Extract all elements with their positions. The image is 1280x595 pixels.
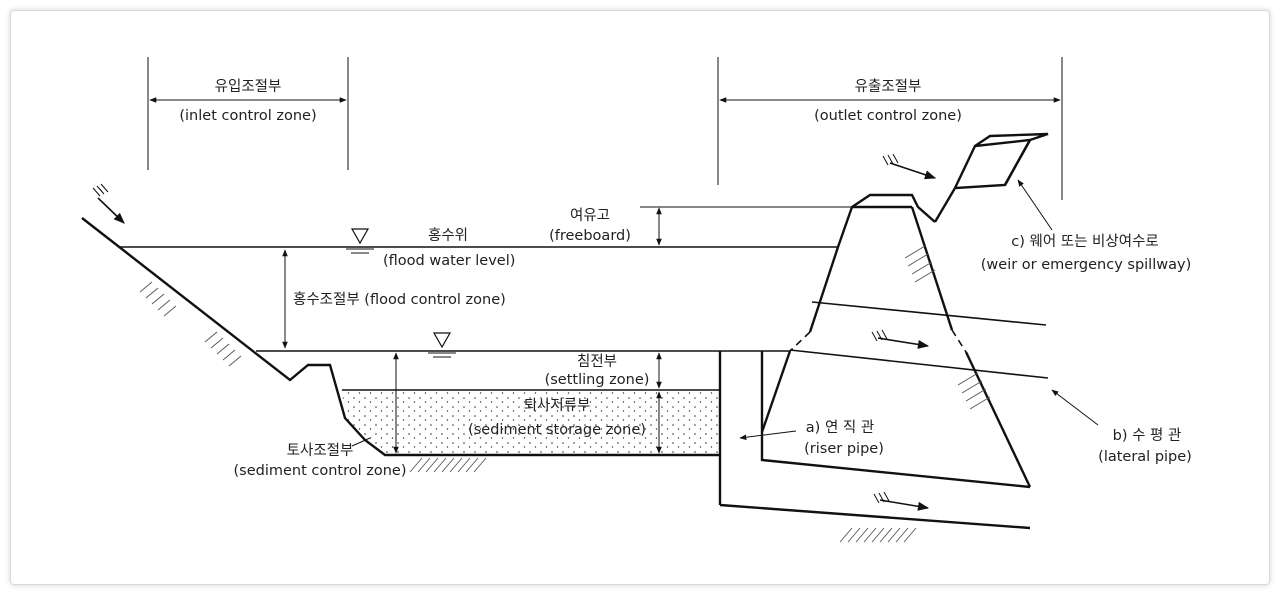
flood-level-label-en: (flood water level)	[383, 253, 515, 269]
weir-leader	[1017, 179, 1053, 231]
freeboard-label-en: (freeboard)	[549, 228, 631, 244]
spillway-flow-arrow-icon	[882, 153, 937, 180]
riser-label-ko: a) 연 직 관	[806, 419, 874, 436]
settling-level-symbol-icon	[428, 332, 456, 358]
flood-zone-label: 홍수조절부 (flood control zone)	[293, 291, 506, 308]
lateral-flow-arrow-icon	[871, 329, 930, 349]
outflow-arrow-icon	[873, 491, 930, 511]
riser-label-en: (riser pipe)	[804, 441, 884, 457]
inlet-zone-bracket	[147, 57, 349, 170]
inflow-arrow-icon	[92, 183, 125, 224]
settling-label-ko: 침전부	[577, 353, 617, 370]
outlet-structure	[718, 132, 1049, 543]
outlet-label-en: (outlet control zone)	[814, 108, 962, 124]
flood-level-label-ko: 홍수위	[428, 227, 468, 244]
diagram-frame	[10, 10, 1270, 585]
outlet-zone-bracket	[717, 57, 1063, 200]
lateral-leader	[1051, 389, 1099, 426]
lateral-label-en: (lateral pipe)	[1098, 449, 1192, 465]
lateral-label-ko: b) 수 평 관	[1113, 427, 1182, 444]
storage-label-en: (sediment storage zone)	[468, 422, 646, 438]
outlet-label-ko: 유출조절부	[855, 78, 922, 95]
sediment-storage-area	[342, 390, 720, 455]
sediment-label-ko: 토사조절부	[287, 442, 354, 459]
inlet-label-en: (inlet control zone)	[179, 108, 316, 124]
flood-level-symbol-icon	[346, 228, 374, 254]
weir-label-ko: c) 웨어 또는 비상여수로	[1011, 233, 1159, 250]
freeboard-label-ko: 여유고	[570, 207, 610, 224]
storage-label-ko: 퇴사저류부	[524, 397, 591, 414]
sediment-leader	[351, 437, 371, 447]
inlet-label-ko: 유입조절부	[215, 78, 282, 95]
left-embankment	[81, 183, 720, 473]
sediment-label-en: (sediment control zone)	[233, 463, 406, 479]
weir-label-en: (weir or emergency spillway)	[981, 257, 1191, 273]
settling-label-en: (settling zone)	[545, 372, 650, 388]
riser-leader	[739, 430, 797, 440]
